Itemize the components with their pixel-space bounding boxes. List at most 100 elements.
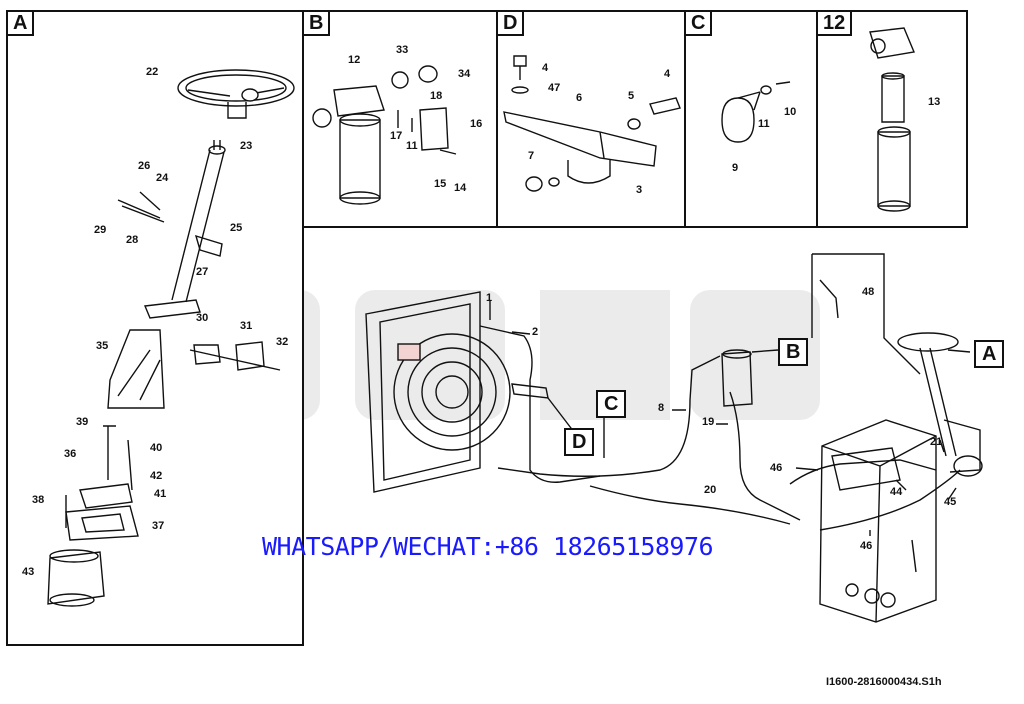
part-label: 26 [138,160,151,172]
flange-41 [79,483,133,509]
part-label: 40 [150,442,163,454]
part-label: 12 [348,54,361,66]
part-label: 23 [240,140,253,152]
part-label: 6 [576,92,583,104]
bracket-16 [419,107,449,151]
callout-a: A [974,340,1005,368]
part-label: 7 [528,150,535,162]
handle-48 [819,279,839,319]
hose-46 [789,459,937,485]
part-label: 3 [636,184,643,196]
valve-block [819,419,937,623]
bracket-28 [117,191,165,223]
part-label: 2 [532,326,539,338]
part-label: 38 [32,494,45,506]
part-label: 16 [470,118,483,130]
fan [393,333,511,451]
callout-c: C [596,390,627,418]
steering-unit-43 [47,551,105,605]
panel-a: A [6,10,304,646]
part-label: 46 [770,462,783,474]
part-label: 11 [758,118,770,130]
plate-37 [65,505,139,541]
document-id: I1600-2816000434.S1h [826,676,942,688]
part-label: 39 [76,416,89,428]
part-label: 5 [628,90,635,102]
part-label: 47 [548,82,561,94]
bolt-4-left [513,55,527,80]
bolt-40 [127,439,133,491]
part-label: 33 [396,44,409,56]
column-flange [143,299,201,319]
control-valve [831,447,901,491]
bolt-4-right [649,97,681,115]
callout-d: D [564,428,595,456]
panel-12: 12 [816,10,968,228]
callout-b: B [778,338,809,366]
clamp-9 [721,97,755,143]
part-label: 41 [154,488,167,500]
part-label: 10 [784,106,797,118]
part-label: 36 [64,448,77,460]
bowl [877,131,911,207]
panel-c: C [684,10,818,228]
panel-b-tag: B [302,10,331,36]
part-label: 24 [156,172,169,184]
bracket-6 [503,111,657,167]
bolt-39 [103,425,116,480]
part-label: 22 [146,66,159,78]
watermark-contact: WHATSAPP/WECHAT:+86 18265158976 [262,532,714,561]
part-label: 14 [454,182,467,194]
part-label: 4 [664,68,671,80]
part-label: 30 [196,312,209,324]
part-label: 31 [240,320,253,332]
panel-d: D [496,10,686,228]
part-label: 37 [152,520,165,532]
part-label: 11 [406,140,418,152]
bracket-27 [194,234,223,257]
inline-filter [721,351,753,407]
part-label: 8 [658,402,665,414]
steering-wheel [177,69,295,107]
hose-8 [497,355,721,477]
filter-body [339,119,381,199]
panel-a-tag: A [6,10,35,36]
part-label: 29 [94,224,107,236]
part-label: 34 [458,68,471,80]
plate-31 [235,341,265,371]
support-35 [107,329,165,409]
steering-column-tube [171,149,225,303]
panel-12-tag: 12 [816,10,853,36]
panel-d-tag: D [496,10,525,36]
hose-1-2 [479,325,601,483]
hose-20 [589,485,791,525]
part-label: 1 [486,292,493,304]
part-label: 45 [944,496,957,508]
filter-head [333,85,385,117]
part-label: 17 [390,130,403,142]
clamp-30 [193,344,221,365]
part-label: 25 [230,222,243,234]
part-label: 27 [196,266,209,278]
hose-19 [729,391,801,521]
part-label: 20 [704,484,717,496]
hose-44-45 [819,469,961,531]
radiator-frame [365,291,481,493]
part-label: 32 [276,336,289,348]
part-label: 18 [430,90,443,102]
part-label: 15 [434,178,447,190]
part-label: 4 [542,62,549,74]
part-label: 35 [96,340,109,352]
part-label: 44 [890,486,903,498]
part-label: 21 [930,436,943,448]
part-label: 46 [860,540,873,552]
element-13 [881,75,905,123]
part-label: 42 [150,470,163,482]
part-label: 19 [702,416,715,428]
part-label: 9 [732,162,739,174]
part-label: 48 [862,286,875,298]
part-label: 43 [22,566,35,578]
part-label: 13 [928,96,941,108]
filter-head-12 [869,27,915,59]
